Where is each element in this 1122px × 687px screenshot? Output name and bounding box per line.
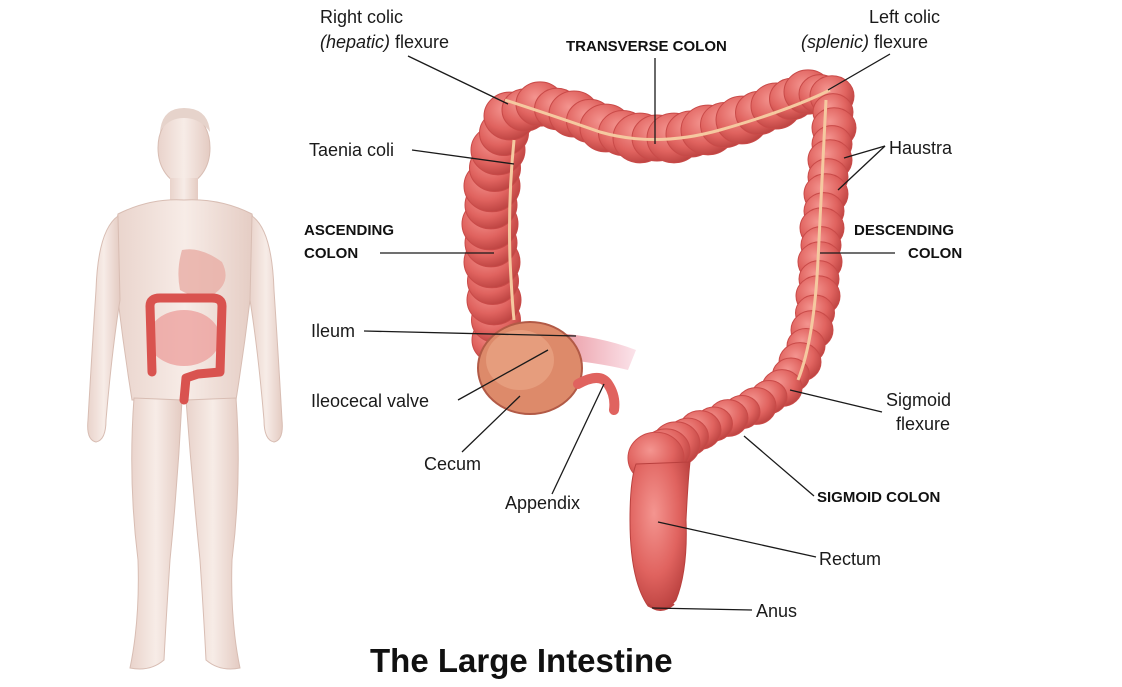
- label-ileum: Ileum: [311, 321, 356, 341]
- leader-left-colic: [827, 53, 891, 91]
- figure-right-arm: [249, 215, 283, 443]
- figure-hair: [160, 108, 210, 132]
- leader-ileocecal: [457, 349, 549, 401]
- diagram-title: The Large Intestine: [370, 642, 673, 679]
- label-splenic: (splenic): [801, 32, 870, 52]
- label-right-colic-line2: (hepatic) flexure: [320, 31, 449, 53]
- label-ascending-line1: ASCENDING: [304, 222, 395, 239]
- leader-taenia: [411, 149, 515, 165]
- label-ileocecal-valve: Ileocecal valve: [311, 391, 430, 411]
- leader-rectum: [657, 521, 817, 558]
- label-left-colic-flexure: flexure: [869, 32, 929, 52]
- label-descending-line2: COLON: [908, 245, 963, 262]
- figure-left-arm: [87, 215, 121, 443]
- label-appendix: Appendix: [505, 493, 581, 513]
- label-hepatic: (hepatic): [320, 32, 391, 52]
- label-rectum: Rectum: [819, 549, 882, 569]
- label-haustra: Haustra: [889, 138, 953, 158]
- label-right-colic-flexure: flexure: [390, 32, 450, 52]
- leader-right-colic: [407, 55, 509, 105]
- rectum-body: [629, 461, 691, 610]
- leader-appendix: [551, 383, 605, 495]
- figure-small-intestine: [148, 310, 220, 366]
- leader-haustra-2: [837, 145, 886, 191]
- label-sigmoid-flexure-line1: Sigmoid: [886, 390, 952, 410]
- leader-anus: [651, 607, 753, 611]
- label-taenia-coli: Taenia coli: [309, 140, 395, 160]
- leader-cecum: [461, 395, 521, 453]
- figure-right-leg: [185, 397, 241, 670]
- leader-lines: [363, 53, 895, 611]
- label-sigmoid-colon: SIGMOID COLON: [817, 489, 941, 506]
- label-left-colic-line1: Left colic: [869, 7, 941, 27]
- leader-sigmoid-flexure: [789, 389, 883, 413]
- leader-sigmoid-colon: [743, 435, 815, 497]
- taenia-strip-transverse: [504, 88, 831, 141]
- figure-stomach: [178, 249, 226, 297]
- anus-tip: [647, 603, 675, 611]
- label-ascending-line2: COLON: [304, 245, 359, 262]
- cecum-inner: [486, 330, 554, 390]
- label-descending-line1: DESCENDING: [854, 222, 955, 239]
- label-transverse-colon: TRANSVERSE COLON: [566, 38, 727, 55]
- human-body-figure: [87, 108, 283, 670]
- appendix-tube: [573, 373, 620, 415]
- leader-haustra-1: [843, 145, 886, 159]
- taenia-strip-ascending: [508, 139, 516, 321]
- label-left-colic-line2: (splenic) flexure: [801, 31, 928, 53]
- leader-ileum: [363, 330, 577, 337]
- colon-illustration: [461, 69, 857, 485]
- taenia-strip-descending: [796, 99, 828, 381]
- label-anus: Anus: [756, 601, 798, 621]
- label-right-colic-line1: Right colic: [320, 7, 404, 27]
- label-cecum: Cecum: [424, 454, 482, 474]
- figure-large-intestine: [145, 293, 227, 405]
- figure-left-leg: [129, 397, 183, 670]
- label-sigmoid-flexure-line2: flexure: [896, 414, 951, 434]
